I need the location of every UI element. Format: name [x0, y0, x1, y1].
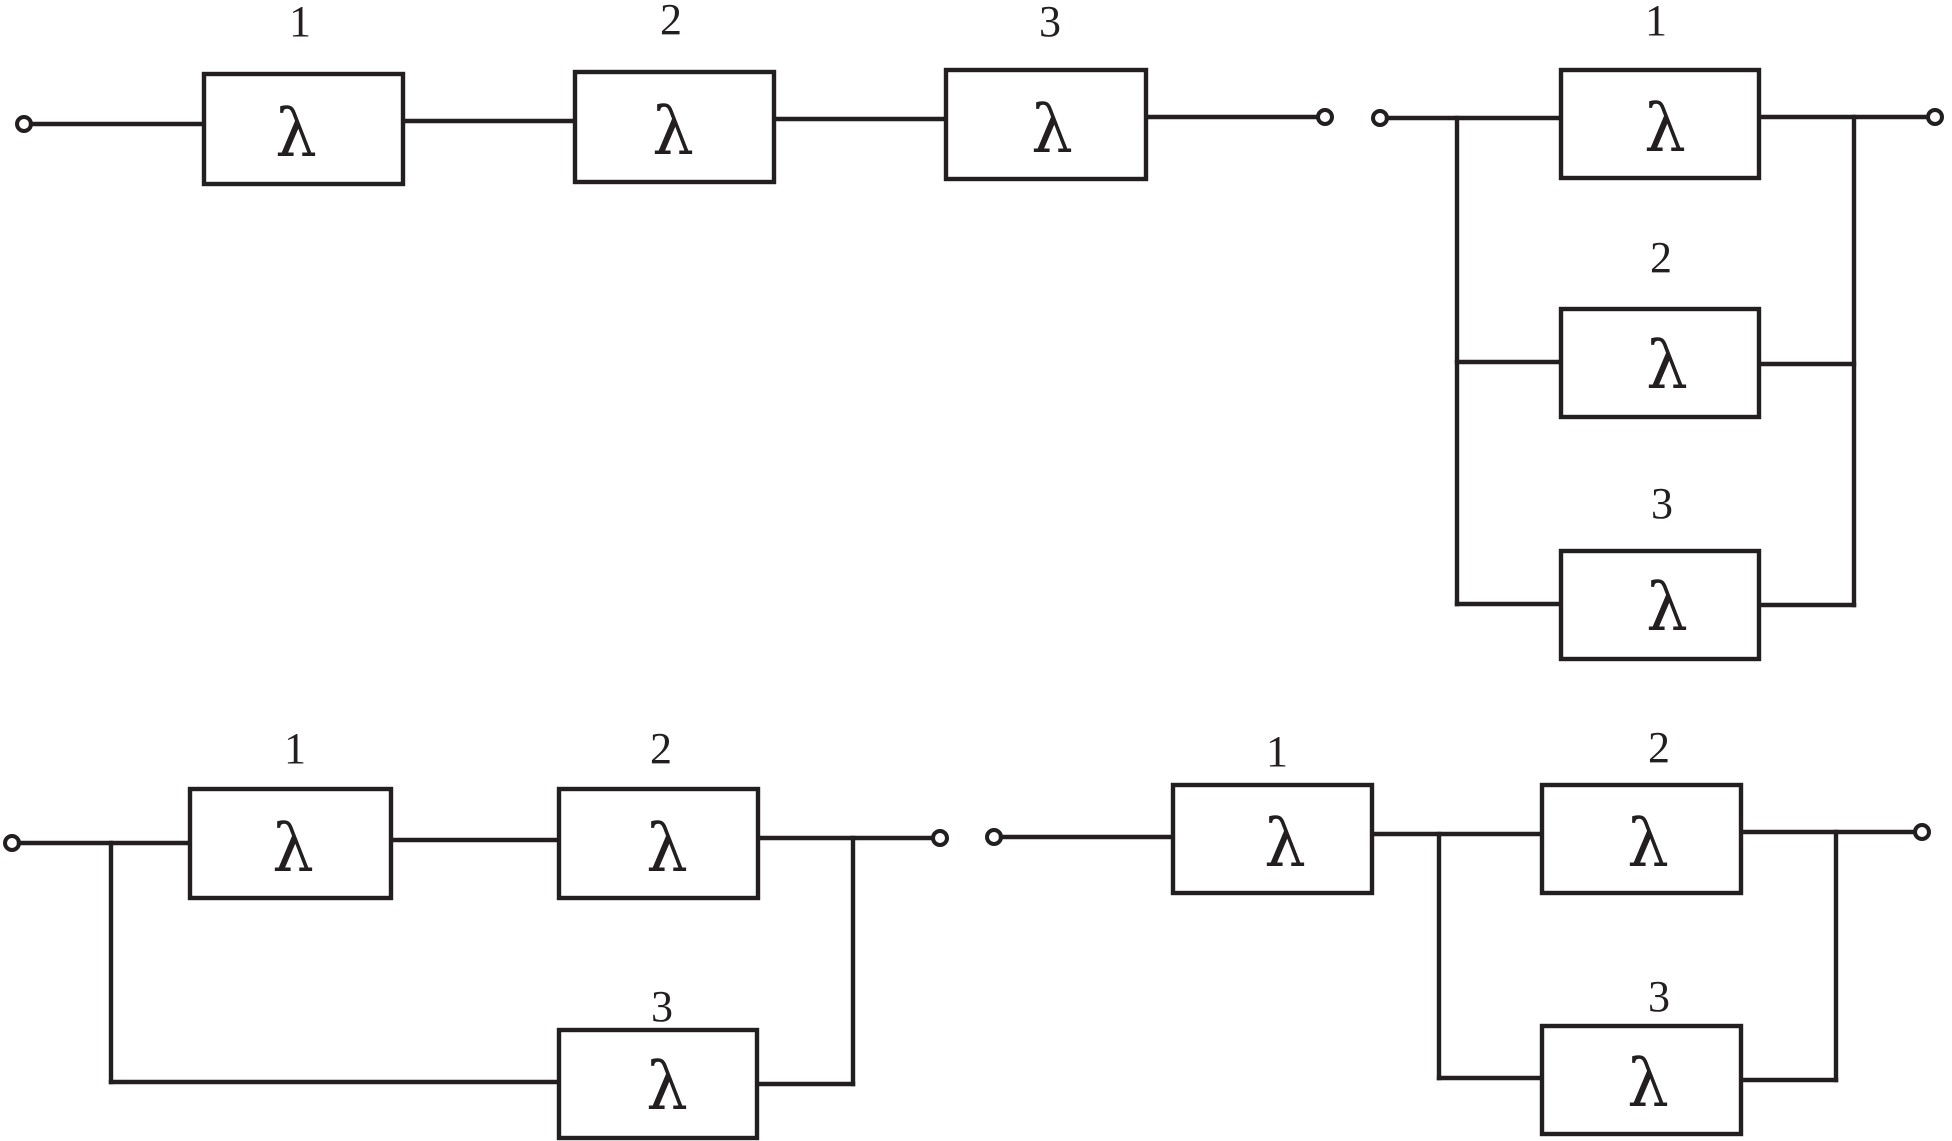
element-label: 3: [1651, 479, 1673, 528]
element-block: 1 λ: [201, 0, 406, 187]
element-block: 3 λ: [1539, 972, 1744, 1137]
failure-rate-symbol: λ: [1644, 90, 1686, 167]
element-block: 2 λ: [1558, 233, 1762, 420]
output-terminal: [1913, 823, 1931, 841]
element-label: 2: [650, 724, 672, 773]
element-label: 1: [289, 0, 311, 46]
failure-rate-symbol: λ: [275, 95, 317, 172]
output-terminal: [931, 829, 949, 847]
failure-rate-symbol: λ: [646, 810, 688, 887]
element-box: [572, 69, 777, 185]
element-box: [556, 786, 761, 901]
failure-rate-symbol: λ: [1031, 91, 1073, 168]
element-box: [1170, 782, 1375, 896]
element-block: 1 λ: [1170, 727, 1375, 896]
element-box: [1558, 306, 1762, 420]
element-box: [1558, 67, 1762, 181]
output-terminal: [1316, 108, 1334, 126]
element-label: 2: [1648, 723, 1670, 772]
failure-rate-symbol: λ: [1627, 805, 1669, 882]
element-box: [187, 786, 394, 901]
element-label: 1: [1645, 0, 1667, 45]
element-block: 1 λ: [187, 724, 394, 901]
circuit-series-pair-parallel-with-one: 1 λ 2 λ 3 λ: [3, 724, 949, 1141]
failure-rate-symbol: λ: [1627, 1045, 1669, 1122]
element-label: 1: [1266, 727, 1288, 776]
circuit-parallel: 1 λ 2 λ 3 λ: [1371, 0, 1944, 662]
element-block: 3 λ: [943, 0, 1149, 182]
element-label: 1: [284, 724, 306, 773]
failure-rate-symbol: λ: [1646, 569, 1688, 646]
element-label: 3: [1039, 0, 1061, 46]
element-box: [1558, 548, 1762, 662]
failure-rate-symbol: λ: [646, 1048, 688, 1125]
output-terminal: [1926, 108, 1944, 126]
element-block: 3 λ: [1558, 479, 1762, 662]
element-box: [556, 1027, 760, 1141]
element-label: 2: [660, 0, 682, 44]
element-box: [943, 67, 1149, 182]
circuit-series: 1 λ 2 λ 3 λ: [15, 0, 1334, 187]
element-block: 2 λ: [572, 0, 777, 185]
element-label: 2: [1650, 233, 1672, 282]
failure-rate-symbol: λ: [1646, 327, 1688, 404]
element-block: 1 λ: [1558, 0, 1762, 181]
failure-rate-symbol: λ: [272, 810, 314, 887]
element-label: 3: [1648, 972, 1670, 1021]
circuit-one-series-with-parallel-pair: 1 λ 2 λ 3 λ: [985, 723, 1931, 1137]
element-box: [1539, 782, 1744, 896]
element-label: 3: [651, 982, 673, 1031]
element-box: [1539, 1023, 1744, 1137]
failure-rate-symbol: λ: [1264, 805, 1306, 882]
element-block: 3 λ: [556, 982, 760, 1141]
failure-rate-symbol: λ: [652, 93, 694, 170]
element-box: [201, 71, 406, 187]
element-block: 2 λ: [556, 724, 761, 901]
element-block: 2 λ: [1539, 723, 1744, 896]
